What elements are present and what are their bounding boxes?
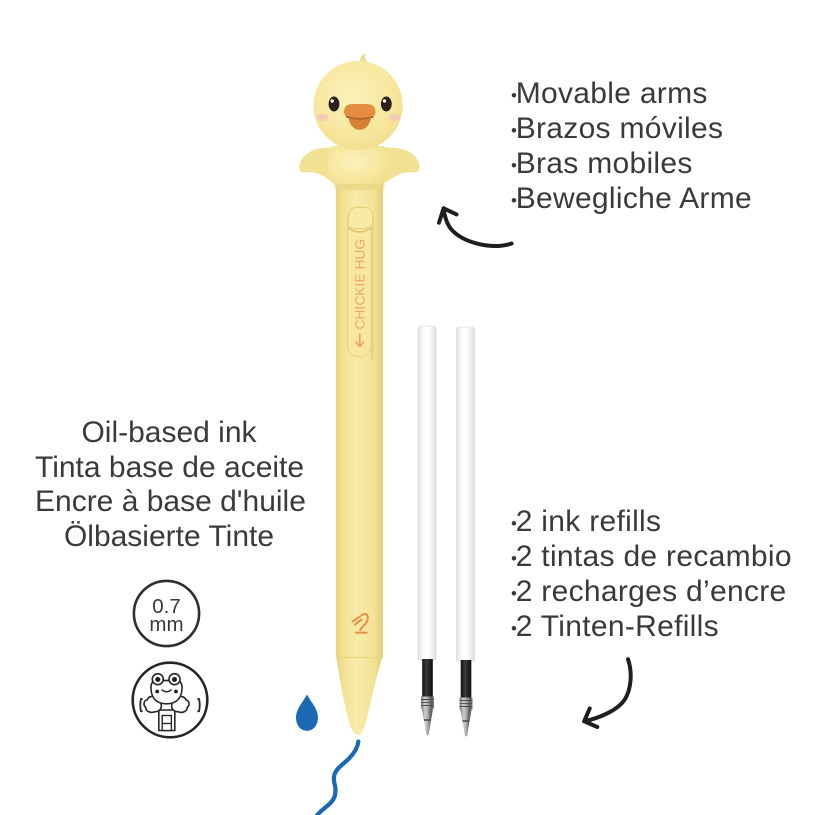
svg-text:CHICKIE HUG: CHICKIE HUG <box>352 239 367 330</box>
